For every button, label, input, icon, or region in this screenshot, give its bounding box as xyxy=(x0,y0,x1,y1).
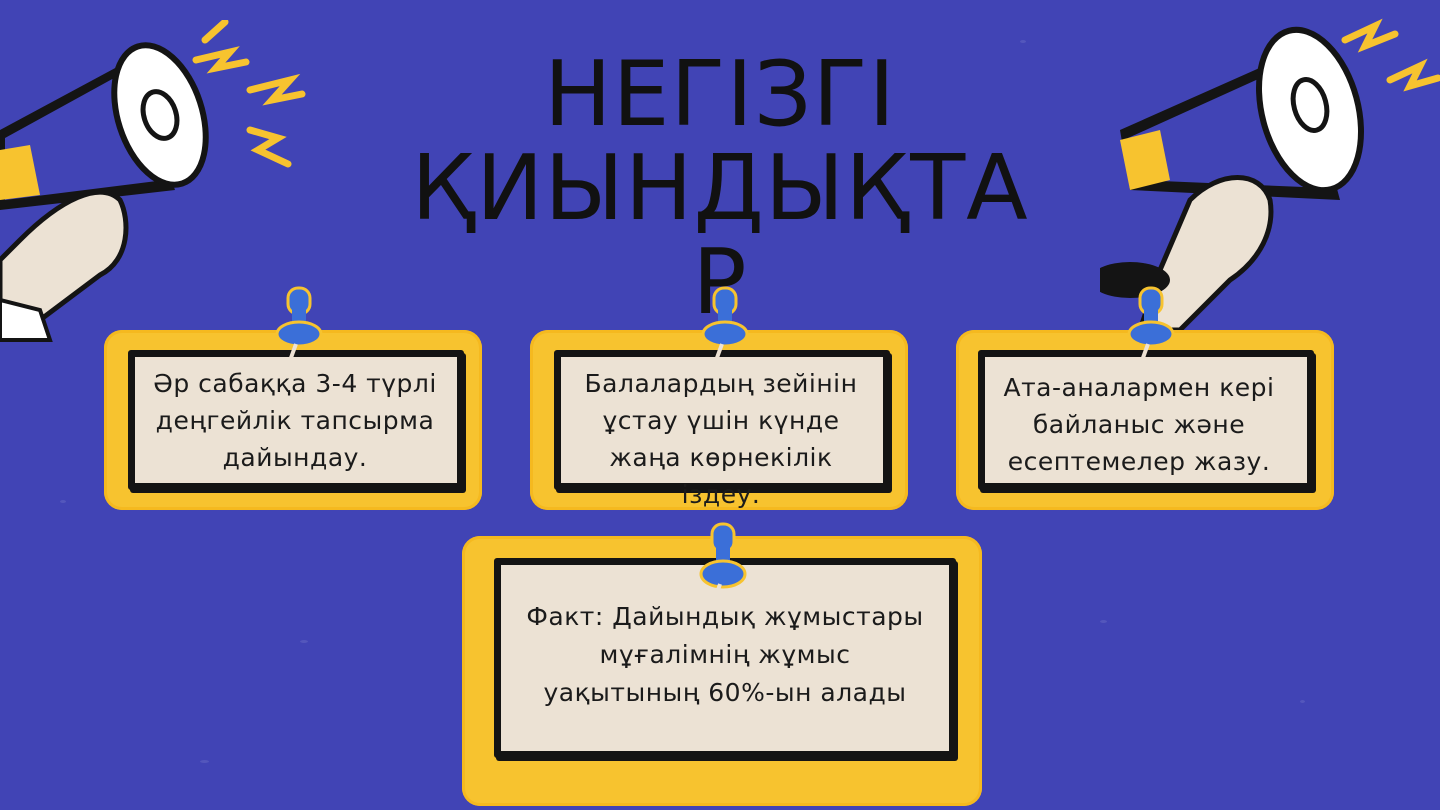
card-line: дайындау. xyxy=(222,443,368,472)
pushpin-icon xyxy=(1127,286,1175,367)
card-line: жаңа көрнекілік xyxy=(609,443,833,472)
texture-speck xyxy=(300,640,308,643)
card-line: Факт: Дайындық жұмыстары xyxy=(526,602,924,631)
card-line: мұғалімнің жұмыс xyxy=(599,640,851,669)
pushpin-icon xyxy=(701,286,749,367)
card-line: деңгейлік тапсырма xyxy=(155,406,435,435)
slide-title: НЕГІЗГІ ҚИЫНДЫҚТА Р xyxy=(360,48,1080,330)
pushpin-icon xyxy=(699,522,747,609)
texture-speck xyxy=(200,760,209,763)
fact-card-text: Факт: Дайындық жұмыстары мұғалімнің жұмы… xyxy=(484,598,966,712)
card-line: есептемелер жазу. xyxy=(1007,447,1271,476)
texture-speck xyxy=(60,500,66,503)
megaphone-hand-icon xyxy=(0,20,306,342)
task-card-text: Балалардың зейінін ұстау үшін күнде жаңа… xyxy=(544,365,898,513)
task-card xyxy=(554,350,890,490)
texture-speck xyxy=(1300,700,1305,703)
card-line: Әр сабаққа 3-4 түрлі xyxy=(153,369,437,398)
pushpin-icon xyxy=(275,286,323,367)
task-card-text: Әр сабаққа 3-4 түрлі деңгейлік тапсырма … xyxy=(118,365,472,476)
fact-card xyxy=(494,558,956,758)
title-line: ҚИЫНДЫҚТА xyxy=(411,136,1029,241)
card-line: ұстау үшін күнде xyxy=(602,406,840,435)
title-line: НЕГІЗГІ xyxy=(543,42,897,147)
task-card xyxy=(128,350,464,490)
texture-speck xyxy=(1020,40,1026,43)
task-card-text: Ата-аналармен кері байланыс және есептем… xyxy=(968,369,1310,480)
card-line: байланыс және xyxy=(1032,410,1246,439)
texture-speck xyxy=(1100,620,1107,623)
card-line: Ата-аналармен кері xyxy=(1003,373,1275,402)
card-line: уақытының 60%-ын алады xyxy=(543,678,907,707)
card-line: іздеу. xyxy=(681,480,761,509)
megaphone-hand-icon xyxy=(1100,18,1440,333)
card-line: Балалардың зейінін xyxy=(584,369,858,398)
